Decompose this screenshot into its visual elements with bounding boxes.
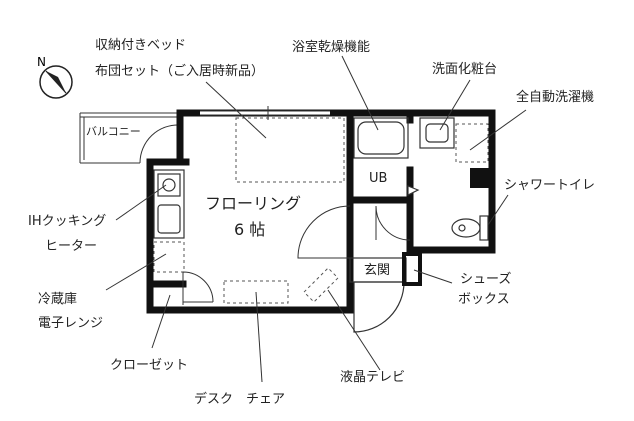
compass-north-label: N <box>37 55 46 69</box>
toilet-icon <box>451 215 489 241</box>
washroom-door <box>375 205 411 241</box>
unit-bath <box>353 117 420 196</box>
closet-label: クローゼット <box>110 358 189 373</box>
shoe-box <box>402 252 422 286</box>
compass-icon <box>39 65 73 99</box>
ih-cooking-label-line2: ヒーター <box>45 239 98 254</box>
bed-label-line2: 布団セット（ご入居時新品） <box>95 64 265 79</box>
room-door <box>297 205 351 259</box>
fridge-outline <box>153 241 185 273</box>
desk-outline <box>223 280 289 304</box>
bed-label-line1: 収納付きベッド <box>95 38 187 53</box>
ub-label: UB <box>369 171 388 186</box>
tv-label: 液晶テレビ <box>340 370 406 385</box>
ih-cooking-label-line1: IHクッキング <box>28 214 107 229</box>
balcony <box>79 112 181 164</box>
fridge-label-line1: 冷蔵庫 <box>38 292 78 307</box>
room-name-label: フローリング <box>205 194 302 213</box>
desk-chair-label: デスク チェア <box>194 392 286 407</box>
balcony-label: バルコニー <box>86 125 141 138</box>
shower-toilet-label: シャワートイレ <box>504 178 596 193</box>
washer-outline <box>455 123 489 163</box>
bathroom-dryer-label: 浴室乾燥機能 <box>292 40 371 55</box>
bed-outline <box>235 117 345 183</box>
shoe-box-label-line2: ボックス <box>458 292 510 307</box>
entrance-label: 玄関 <box>364 263 391 278</box>
room-size-label: 6 帖 <box>234 220 266 239</box>
vanity-sink <box>419 117 455 149</box>
shoe-box-label-line1: シューズ <box>460 272 512 287</box>
fridge-label-line2: 電子レンジ <box>38 316 104 331</box>
pipe-shaft <box>470 168 492 188</box>
closet <box>182 271 214 305</box>
vanity-label: 洗面化粧台 <box>432 62 498 77</box>
kitchen-counter <box>153 169 185 239</box>
leader-lines <box>105 55 527 383</box>
washer-label: 全自動洗濯機 <box>516 90 595 105</box>
entrance <box>349 257 407 333</box>
